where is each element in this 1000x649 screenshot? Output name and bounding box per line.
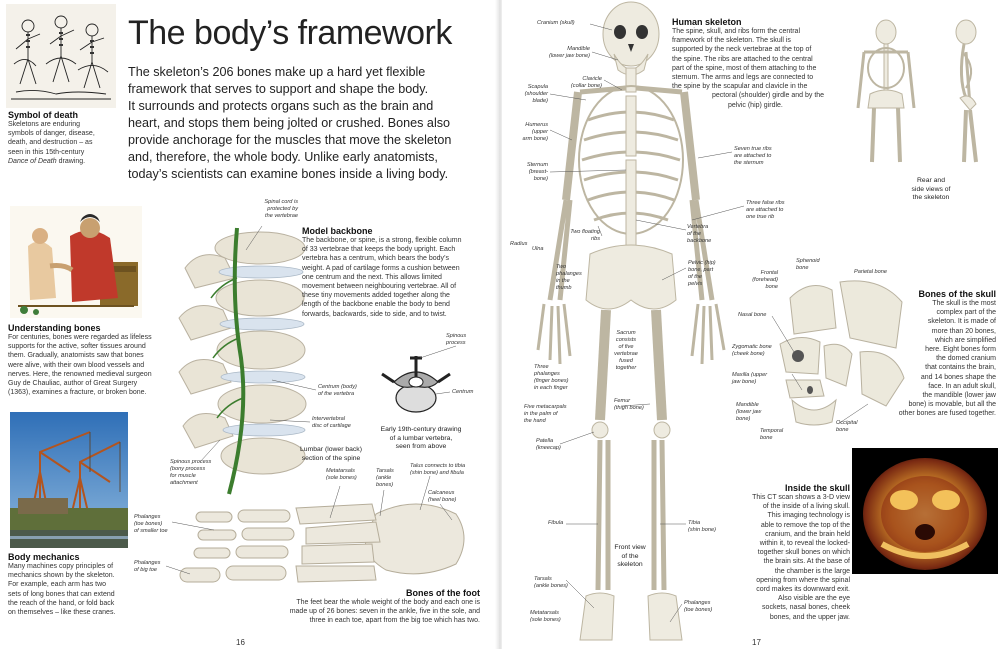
dance-of-death-illustration	[6, 4, 116, 108]
label-sternum: Sternum (breast- bone)	[526, 162, 548, 182]
leader-lines-left	[165, 225, 457, 575]
label-metacarpals: Five metacarpals in the palm of the hand	[524, 404, 567, 424]
label-patella: Patella (kneecap)	[536, 438, 561, 451]
label-spinal-cord: Spinal cord is protected by the vertebra…	[264, 199, 298, 219]
lumbar-spine-model	[165, 218, 310, 498]
label-spinous-process: Spinous process (bony process for muscle…	[170, 459, 212, 486]
label-cranium: Cranium (skull)	[537, 20, 575, 26]
label-mandible: Mandible (lower jaw bone)	[548, 46, 590, 59]
label-sacrum: Sacrum consists of five vertebrae fused …	[614, 330, 638, 371]
vertebra-drawing-caption: Early 19th-century drawing of a lumbar v…	[380, 426, 462, 451]
label-radius: Radius	[510, 241, 528, 247]
cranes-photo	[10, 412, 128, 548]
lumbar-section-caption: Lumbar (lower back) section of the spine	[300, 446, 362, 462]
label-parietal: Parietal bone	[854, 269, 887, 275]
inside-the-skull-block: Inside the skull This CT scan shows a 3-…	[736, 483, 850, 622]
leader-lines-right	[549, 23, 869, 623]
label-sphenoid: Sphenoid bone	[796, 258, 820, 271]
left-page: The body’s framework The skeleton’s 206 …	[0, 0, 498, 649]
lumbar-vertebra-drawing	[380, 346, 452, 418]
label-phalanges-smaller-toe: Phalanges (toe bones) of smaller toe	[134, 514, 168, 534]
label-maxilla: Maxilla (upper jaw bone)	[732, 372, 768, 385]
label-phalanges-toes: Phalanges (toe bones)	[684, 600, 713, 613]
label-mandible-skull: Mandible (lower jaw bone)	[736, 402, 762, 422]
body-mechanics-block: Body mechanics Many machines copy princi…	[8, 552, 143, 617]
label-finger-phalanges: Three phalanges (finger bones) in each f…	[534, 364, 569, 391]
label-thumb: Two phalanges in the thumb	[556, 264, 582, 291]
label-metatarsals: Metatarsals (sole bones)	[530, 610, 561, 623]
page-number-left: 16	[236, 638, 245, 647]
label-femur: Femur (thigh bone)	[614, 398, 644, 411]
label-occipital: Occipital bone	[836, 420, 858, 433]
label-vertebra: Vertebra of the backbone	[687, 224, 712, 244]
book-gutter	[495, 0, 505, 649]
label-pelvic: Pelvic (hip) bone, part of the pelvis	[688, 260, 716, 287]
bones-of-the-skull-heading: Bones of the skull	[918, 289, 996, 299]
label-temporal: Temporal bone	[760, 428, 784, 441]
label-talus: Talus connects to tibia (shin bone) and …	[410, 463, 466, 476]
label-tarsals: Tarsals (ankle bones)	[534, 576, 568, 589]
label-false-ribs: Three false ribs are attached to one tru…	[746, 200, 785, 220]
understanding-bones-heading: Understanding bones	[8, 323, 101, 333]
label-tibia: Tibia (shin bone)	[688, 520, 716, 533]
model-backbone-block: Model backbone The backbone, or spine, i…	[302, 226, 497, 319]
label-fibula: Fibula	[548, 520, 564, 526]
page-title: The body’s framework	[128, 14, 452, 52]
label-frontal: Frontal (forehead) bone	[752, 270, 778, 290]
label-scapula: Scapula (shoulder blade)	[524, 84, 548, 104]
label-spinous-process-drawing: Spinous process	[446, 333, 467, 346]
label-zygomatic: Zygomatic bone (cheek bone)	[732, 344, 772, 357]
label-ulna: Ulna	[532, 246, 544, 252]
label-centrum-body: Centrum (body) of the vertebra	[318, 384, 357, 397]
label-centrum-drawing: Centrum	[452, 389, 474, 395]
label-intervertebral-disc: Intervertebral disc of cartilage	[312, 416, 351, 429]
human-skeleton-heading: Human skeleton	[672, 17, 742, 27]
front-skeleton-illustration	[520, 0, 730, 646]
inside-the-skull-heading: Inside the skull	[784, 483, 850, 493]
human-skeleton-block: Human skeleton The spine, skull, and rib…	[672, 17, 844, 110]
label-metatarsals-foot: Metatarsals (sole bones)	[326, 468, 357, 481]
bones-of-the-foot-heading: Bones of the foot	[406, 588, 480, 598]
label-phalanges-big-toe: Phalanges of big toe	[134, 560, 161, 573]
medieval-surgeon-illustration	[10, 206, 142, 318]
bones-of-the-foot-block: Bones of the foot The feet bear the whol…	[270, 588, 480, 626]
body-mechanics-heading: Body mechanics	[8, 552, 80, 562]
model-backbone-heading: Model backbone	[302, 226, 373, 236]
foot-bones-model	[176, 484, 476, 588]
ct-scan-image	[852, 448, 998, 574]
bones-of-the-skull-block: Bones of the skull The skull is the most…	[870, 289, 996, 419]
label-clavicle: Clavicle (collar bone)	[570, 76, 602, 89]
front-view-caption: Front view of the skeleton	[614, 544, 646, 569]
right-page: Cranium (skull) Mandible (lower jaw bone…	[502, 0, 1000, 649]
symbol-of-death-block: Symbol of death Skeletons are enduring s…	[8, 110, 123, 166]
symbol-of-death-heading: Symbol of death	[8, 110, 79, 120]
intro-paragraph: The skeleton’s 206 bones make up a hard …	[128, 65, 452, 181]
label-calcaneus: Calcaneus (heel bone)	[428, 490, 457, 503]
label-floating-ribs: Two floating ribs	[570, 229, 600, 242]
label-nasal: Nasal bone	[738, 312, 767, 318]
rear-side-caption: Rear and side views of the skeleton	[911, 177, 951, 202]
label-tarsals-foot: Tarsals (ankle bones)	[376, 468, 394, 488]
exploded-skull-illustration	[770, 268, 910, 428]
label-humerus: Humerus (upper arm bone)	[522, 122, 549, 142]
rear-side-skeletons-illustration	[842, 18, 998, 168]
page-number-right: 17	[752, 638, 761, 647]
label-true-ribs: Seven true ribs are attached to the ster…	[734, 146, 772, 166]
understanding-bones-block: Understanding bones For centuries, bones…	[8, 323, 173, 397]
